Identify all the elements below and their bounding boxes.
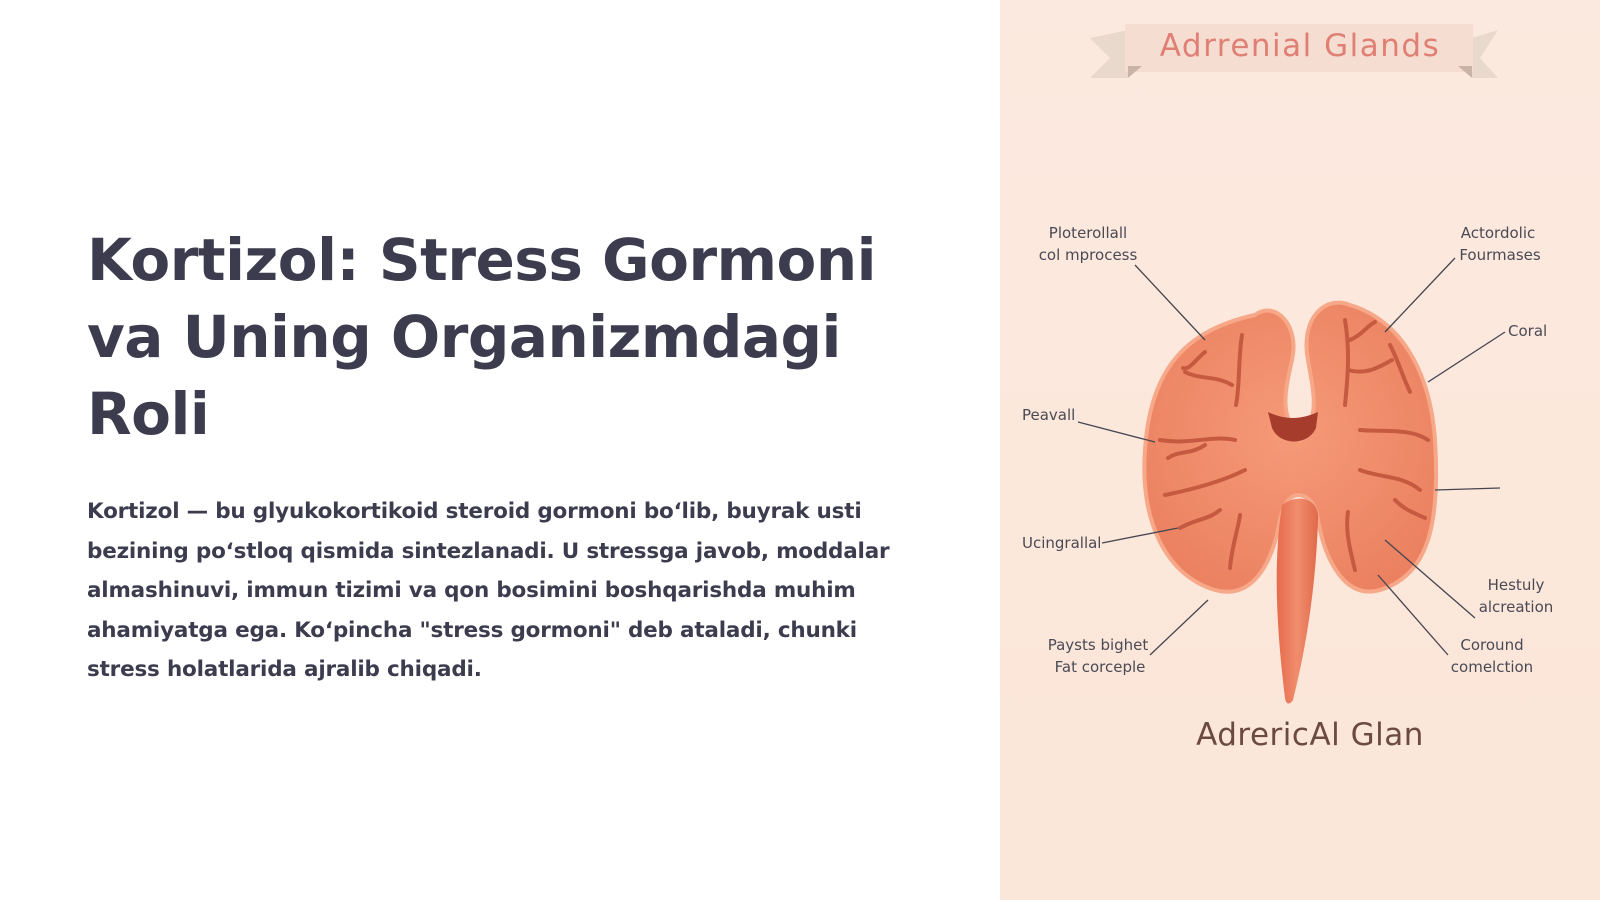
slide-body-text: Kortizol — bu glyukokortikoid steroid go… [87, 499, 890, 682]
leader-line [1434, 487, 1501, 491]
ribbon-left-tail [1090, 30, 1128, 78]
vein [1228, 513, 1242, 570]
label-fourmases: Fourmases [1459, 246, 1541, 264]
label-col-mprocess: col mprocess [1039, 246, 1138, 264]
ribbon-body [1125, 24, 1473, 72]
vein [1388, 343, 1412, 394]
banner-ribbon: Adrrenial Glands [1090, 24, 1498, 78]
vein [1348, 320, 1377, 342]
label-hestuly: Hestuly [1488, 576, 1545, 594]
leader-line [1077, 421, 1156, 443]
vein [1393, 498, 1427, 520]
leader-line [1384, 257, 1456, 333]
vein [1234, 333, 1244, 407]
leader-line [1384, 539, 1476, 619]
banner-title: Adrrenial Glands [1160, 28, 1441, 64]
adrenal-gland-illustration: Adrrenial Glands [1022, 24, 1553, 753]
vein [1158, 436, 1237, 444]
ribbon-fold-right [1458, 66, 1472, 78]
label-coral: Coral [1508, 322, 1547, 340]
vein [1181, 350, 1207, 371]
vein [1346, 358, 1394, 374]
vein [1183, 370, 1234, 387]
gland-labels: Ploterollall col mprocess Actordolic Fou… [1022, 224, 1553, 676]
gland-stem [1276, 498, 1319, 704]
adrenal-gland-shape [1142, 300, 1439, 704]
label-alcreation: alcreation [1479, 598, 1554, 616]
label-peavall: Peavall [1022, 406, 1075, 424]
vein [1345, 510, 1357, 572]
leader-line [1377, 574, 1449, 656]
illustration-panel: Adrrenial Glands [1000, 0, 1600, 900]
ribbon-right-tail [1472, 30, 1498, 78]
vein [1166, 443, 1207, 460]
label-ucingrallal: Ucingrallal [1022, 534, 1101, 552]
illustration-caption: AdrericAl Glan [1196, 717, 1424, 753]
label-fat-corceple: Fat corceple [1055, 658, 1146, 676]
label-ploterollall: Ploterollall [1049, 224, 1127, 242]
vein [1358, 468, 1422, 492]
ribbon-fold-left [1128, 66, 1142, 78]
leader-line [1427, 331, 1506, 383]
label-comelction: comelction [1451, 658, 1533, 676]
label-paysts-bighet: Paysts bighet [1048, 636, 1149, 654]
vein [1163, 468, 1247, 497]
leader-line [1149, 599, 1209, 656]
label-actordolic: Actordolic [1461, 224, 1536, 242]
leader-line [1134, 264, 1206, 341]
leader-lines [1077, 257, 1506, 656]
gland-notch [1268, 412, 1318, 442]
vein [1178, 508, 1222, 530]
vein [1343, 318, 1351, 407]
leader-line [1101, 527, 1179, 544]
text-panel: Kortizol: Stress Gormoni va Uning Organi… [87, 226, 890, 682]
label-coround: Coround [1460, 636, 1523, 654]
vein [1358, 428, 1430, 442]
slide-title: Kortizol: Stress Gormoni va Uning Organi… [87, 226, 877, 448]
